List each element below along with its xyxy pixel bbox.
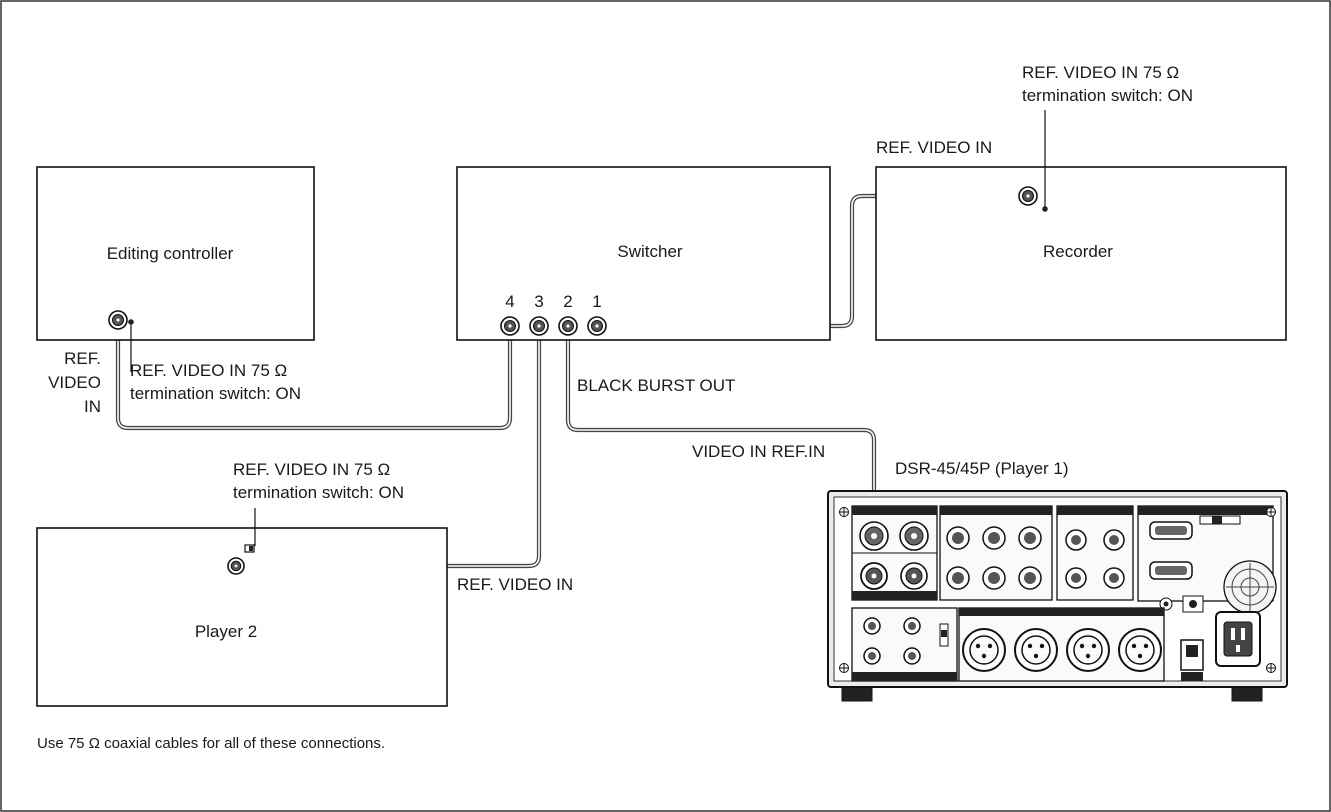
cable-switcher-to-player2 [236,326,542,569]
switcher-port-3 [529,316,549,336]
switcher-box [456,166,831,341]
recorder-ref-in-connector [1018,186,1038,206]
recorder-box [875,166,1287,341]
black-burst-out-label: BLACK BURST OUT [577,376,735,395]
editor-term-label-line1: REF. VIDEO IN 75 Ω [130,361,287,380]
player2-ref-in-connector [227,557,245,575]
switcher-port-4 [500,316,520,336]
player1-label: DSR-45/45P (Player 1) [895,459,1069,478]
editor-ref-label-line1: REF. [64,349,101,368]
switcher-port-2 [558,316,578,336]
video-in-ref-in-label: VIDEO IN REF.IN [692,442,825,461]
player2: Player 2 [36,527,448,707]
recorder-term-label-line1: REF. VIDEO IN 75 Ω [1022,63,1179,82]
leader-lines [130,110,1046,546]
editor-term-label-line2: termination switch: ON [130,384,301,403]
cable-switcher-to-recorder [604,193,1025,329]
editor-ref-label-line3: IN [84,397,101,416]
editing-controller-termination-switch [128,319,134,325]
editing-controller-label: Editing controller [107,244,234,263]
cables [115,193,1025,578]
recorder-ref-in-label: REF. VIDEO IN [876,138,992,157]
editing-controller: Editing controller [36,166,315,341]
player2-label: Player 2 [195,622,257,641]
panel-audio-in-connectors [863,617,921,665]
recorder: Recorder [875,166,1287,341]
footnote: Use 75 Ω coaxial cables for all of these… [37,735,385,752]
annotations: REF. VIDEO IN 75 Ω termination switch: O… [37,63,1193,752]
panel-tc-monitor-section [1056,505,1134,601]
player1-rear-panel [827,490,1288,702]
player2-ref-in-label: REF. VIDEO IN [457,575,573,594]
player2-box [36,527,448,707]
panel-tc-monitor-connectors [1065,529,1125,589]
switcher-port-1 [587,316,607,336]
switcher-port-label-2: 2 [563,292,572,311]
editing-controller-box [36,166,315,341]
editing-controller-ref-in-connector [108,310,128,330]
panel-video-out-connector [900,562,928,590]
switcher: Switcher 4 3 2 1 [456,166,831,341]
panel-svideo-in-connector [859,521,889,551]
recorder-label: Recorder [1043,242,1113,261]
cable-switcher-to-editing-controller [115,320,513,431]
player2-term-label-line1: REF. VIDEO IN 75 Ω [233,460,390,479]
player2-term-label-line2: termination switch: ON [233,483,404,502]
switcher-label: Switcher [617,242,683,261]
switcher-port-label-4: 4 [505,292,514,311]
cable-switcher-to-player1 [565,326,877,578]
switcher-port-label-1: 1 [592,292,601,311]
panel-audio-out-xlr-connectors [962,628,1162,672]
editor-ref-label-line2: VIDEO [48,373,101,392]
panel-component-connectors [946,526,1042,590]
switcher-port-label-3: 3 [534,292,543,311]
recorder-termination-switch [1042,206,1048,212]
panel-screws [839,507,1276,673]
panel-svideo-out-connector [899,521,929,551]
recorder-term-label-line2: termination switch: ON [1022,86,1193,105]
panel-video-in-connector [860,562,888,590]
